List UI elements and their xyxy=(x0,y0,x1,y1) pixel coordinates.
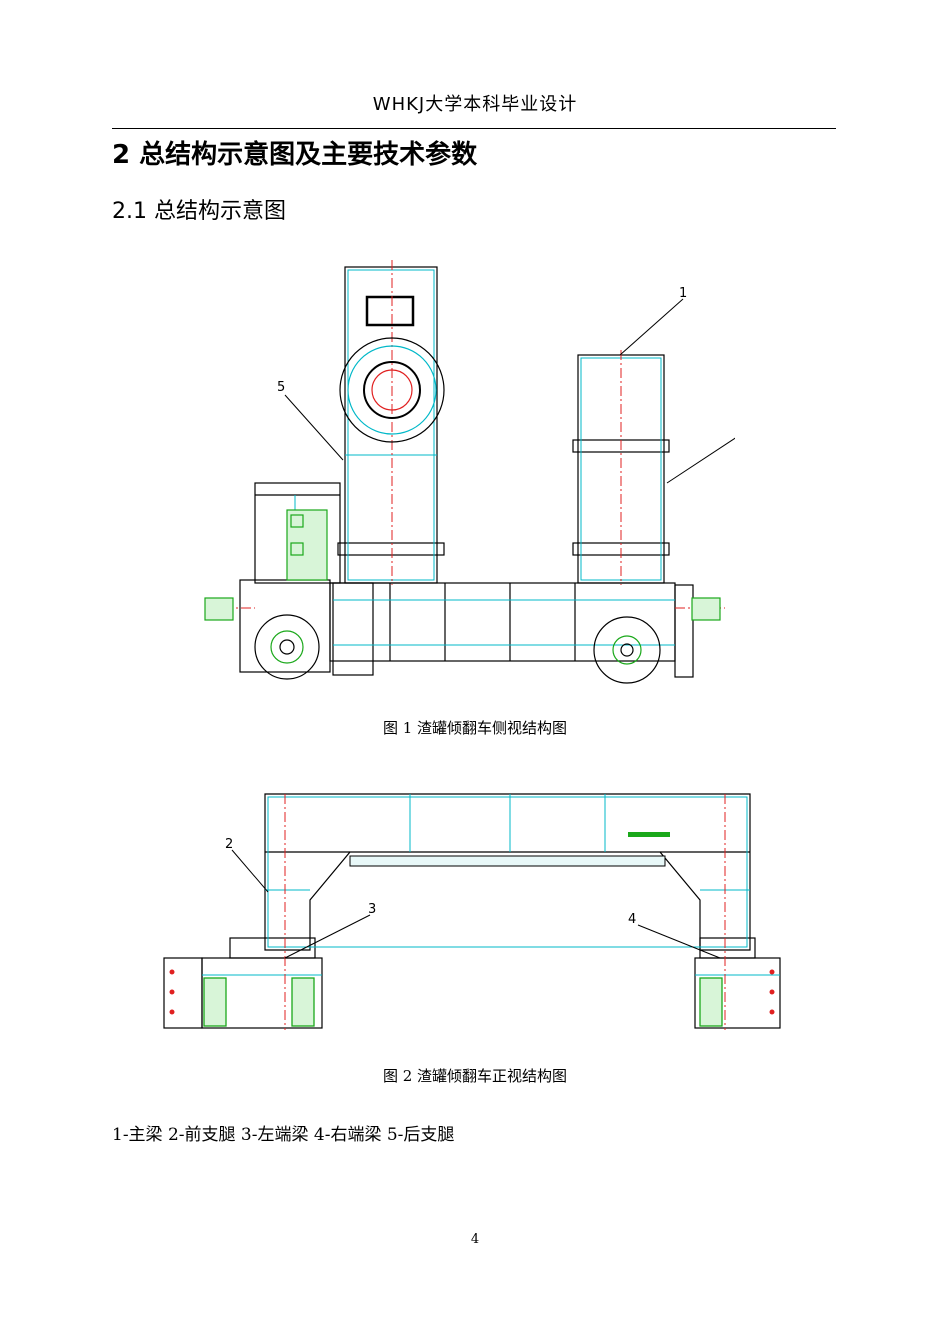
figure-1-caption: 图 1 渣罐倾翻车侧视结构图 xyxy=(382,719,568,737)
subsection-heading: 2.1 总结构示意图 xyxy=(112,199,286,224)
page-number: 4 xyxy=(470,1232,480,1247)
main-beam xyxy=(329,582,676,662)
section-heading: 2 总结构示意图及主要技术参数 xyxy=(112,140,478,170)
figure-2-caption: 图 2 渣罐倾翻车正视结构图 xyxy=(382,1067,568,1085)
portal-frame xyxy=(264,793,751,951)
rear-leg-column xyxy=(344,266,438,584)
figure-1-side-view-drawing: 1 2 5 xyxy=(204,260,735,684)
callout-1: 1 xyxy=(679,286,687,301)
callout-2: 2 xyxy=(225,837,233,852)
callout-3: 3 xyxy=(368,902,376,917)
component-legend: 1-主梁 2-前支腿 3-左端梁 4-右端梁 5-后支腿 xyxy=(112,1125,455,1145)
callout-4: 4 xyxy=(628,912,636,927)
callout-5: 5 xyxy=(277,380,285,395)
figure-2-front-view-drawing: 2 3 4 xyxy=(163,793,781,1030)
header-rule xyxy=(112,128,836,129)
page-header: WHKJ大学本科毕业设计 xyxy=(372,94,578,115)
